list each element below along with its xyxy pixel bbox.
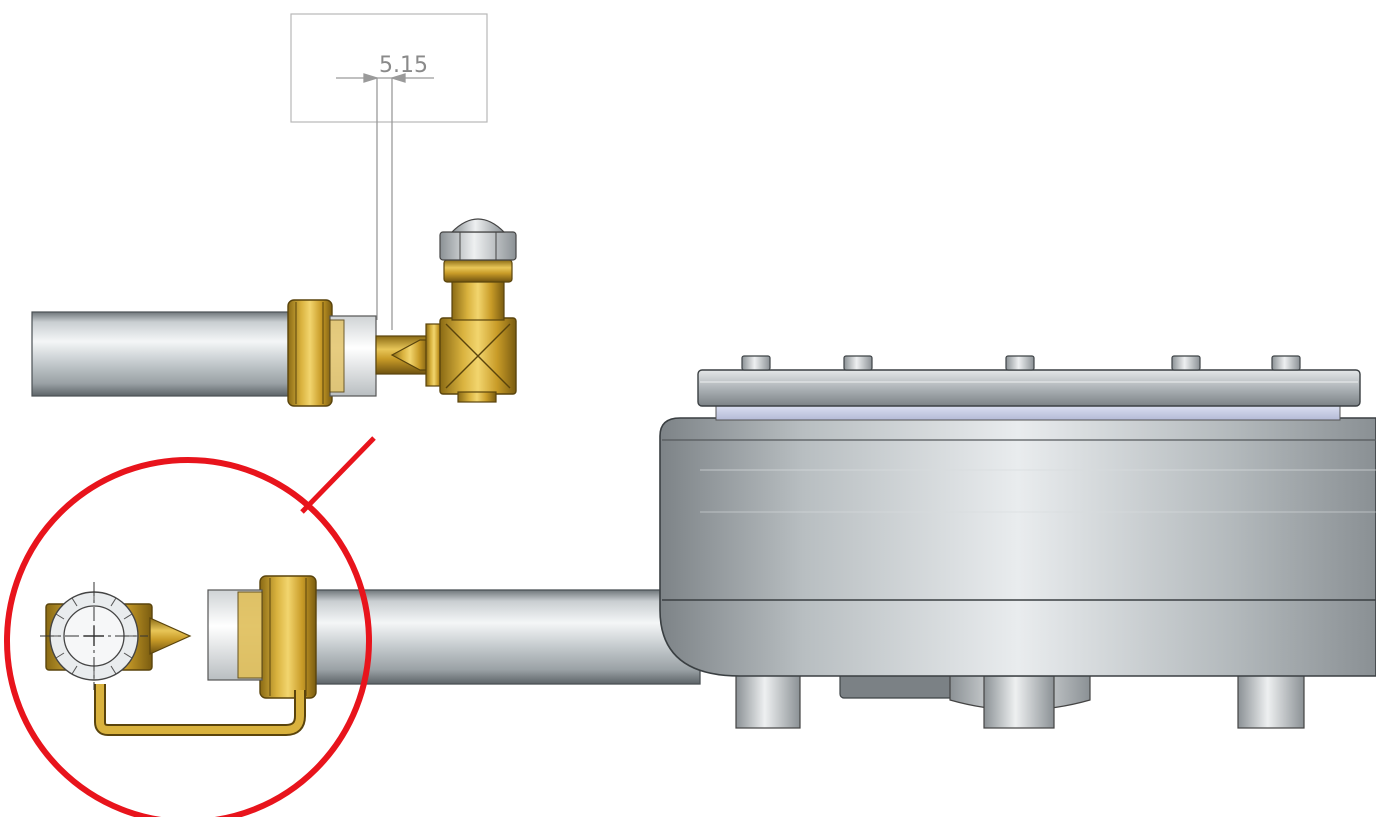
detail-view: 5.15: [31, 13, 517, 407]
gas-pipe-main: [299, 589, 701, 685]
magnifier-callout-circle: [4, 436, 376, 817]
elbow-fitting-detail: [425, 218, 517, 403]
burner-body: [659, 417, 1376, 677]
cap-bolts: [741, 355, 1301, 371]
coupling-nut-detail: [287, 299, 333, 407]
burner-leg-right: [1237, 669, 1305, 729]
coupling-nut-main: [259, 575, 317, 699]
dimension-arrows: [336, 73, 434, 330]
dimension-box: [290, 13, 488, 123]
burner-main-view: [40, 355, 1376, 736]
callout-circle: [4, 457, 372, 817]
callout-leader-line: [300, 436, 376, 514]
burner-cap: [697, 369, 1361, 407]
crosshair-center-mark: [40, 582, 148, 690]
burner-leg-left: [735, 669, 801, 729]
injector-bracket-tube: [96, 684, 304, 734]
nozzle-cone-main: [149, 617, 192, 655]
gas-pipe-detail: [31, 311, 293, 397]
burner-leg-center: [983, 675, 1055, 729]
